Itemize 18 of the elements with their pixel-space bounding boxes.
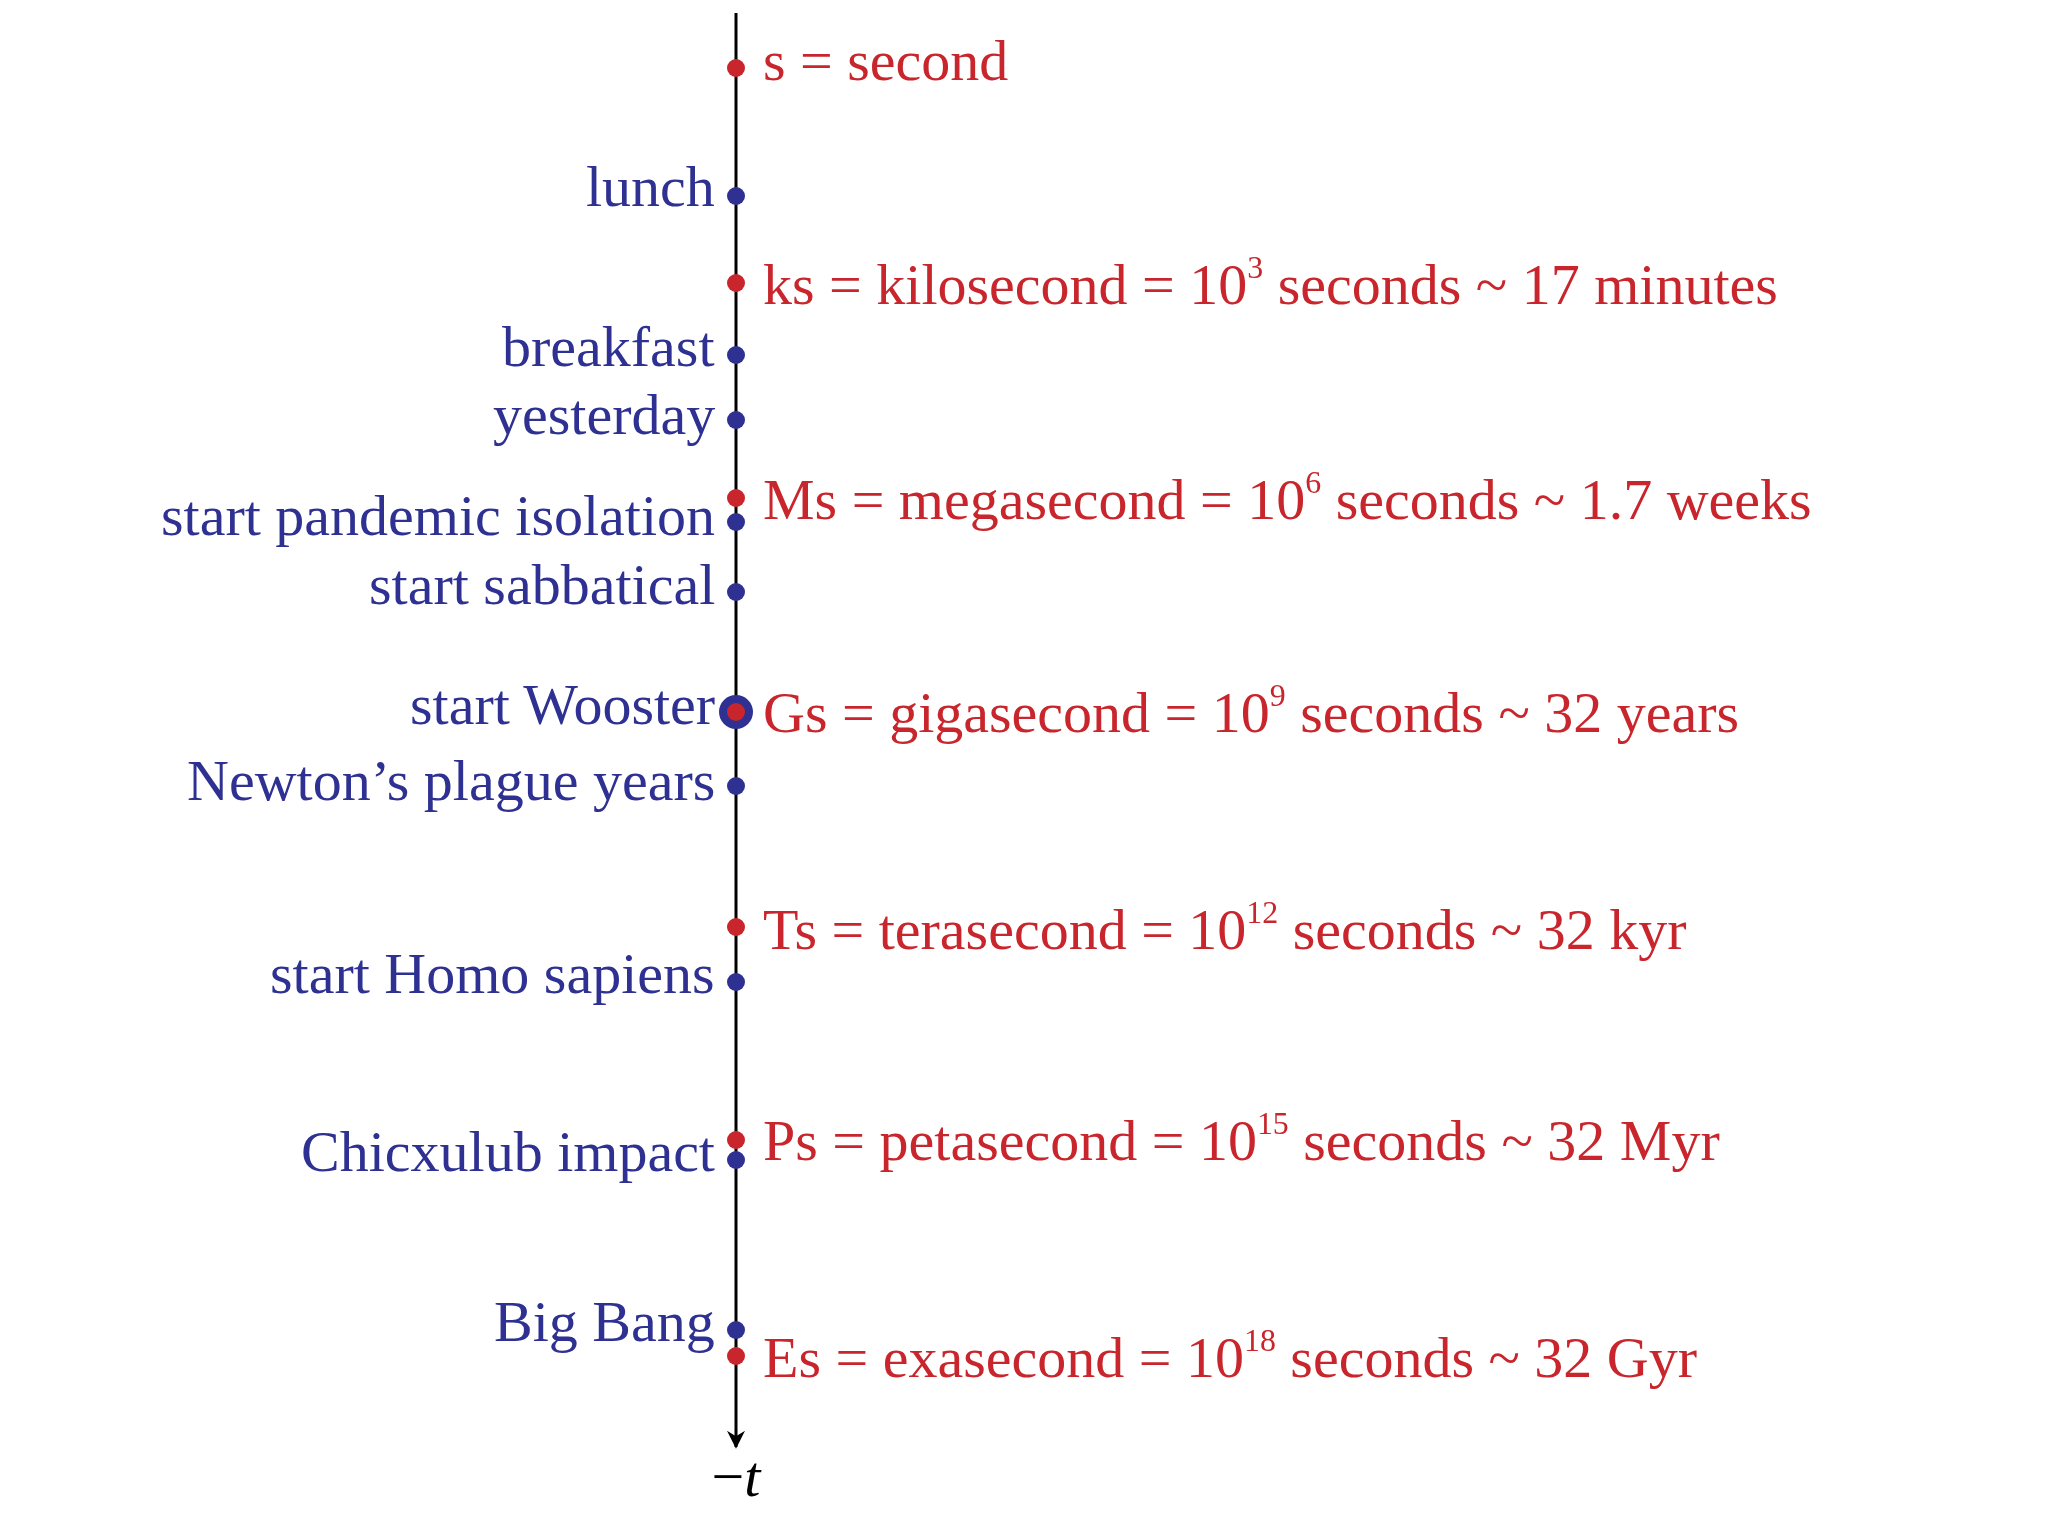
axis-label: −t	[711, 1448, 761, 1506]
event-label: lunch	[586, 158, 715, 216]
time-unit-label: ks = kilosecond = 10$^{3}$ seconds ~ 17 minutes	[763, 256, 1778, 314]
time-unit-label: Ms = megasecond = 10$^{6}$ seconds ~ 1.7 weeks	[763, 471, 1812, 529]
time-unit-label: Es = exasecond = 10$^{18}$ seconds ~ 32 Gyr	[763, 1329, 1698, 1387]
time-unit-label: Ps = petasecond = 10$^{15}$ seconds ~ 32 Myr	[763, 1112, 1720, 1170]
event-label: start pandemic isolation	[161, 487, 716, 545]
event-label: yesterday	[493, 386, 716, 444]
event-label: start Homo sapiens	[270, 945, 715, 1003]
event-label: Newton’s plague years	[187, 752, 716, 810]
event-label: start Wooster	[410, 676, 716, 734]
time-unit-label: Gs = gigasecond = 10$^{9}$ seconds ~ 32 years	[763, 684, 1740, 742]
event-label: Big Bang	[494, 1293, 715, 1351]
event-label: breakfast	[502, 318, 715, 376]
event-label: start sabbatical	[369, 556, 716, 614]
event-label: Chicxulub impact	[301, 1123, 715, 1181]
time-unit-label: Ts = terasecond = 10$^{12}$ seconds ~ 32 kyr	[763, 901, 1687, 959]
time-unit-label: s = second	[763, 32, 1009, 90]
